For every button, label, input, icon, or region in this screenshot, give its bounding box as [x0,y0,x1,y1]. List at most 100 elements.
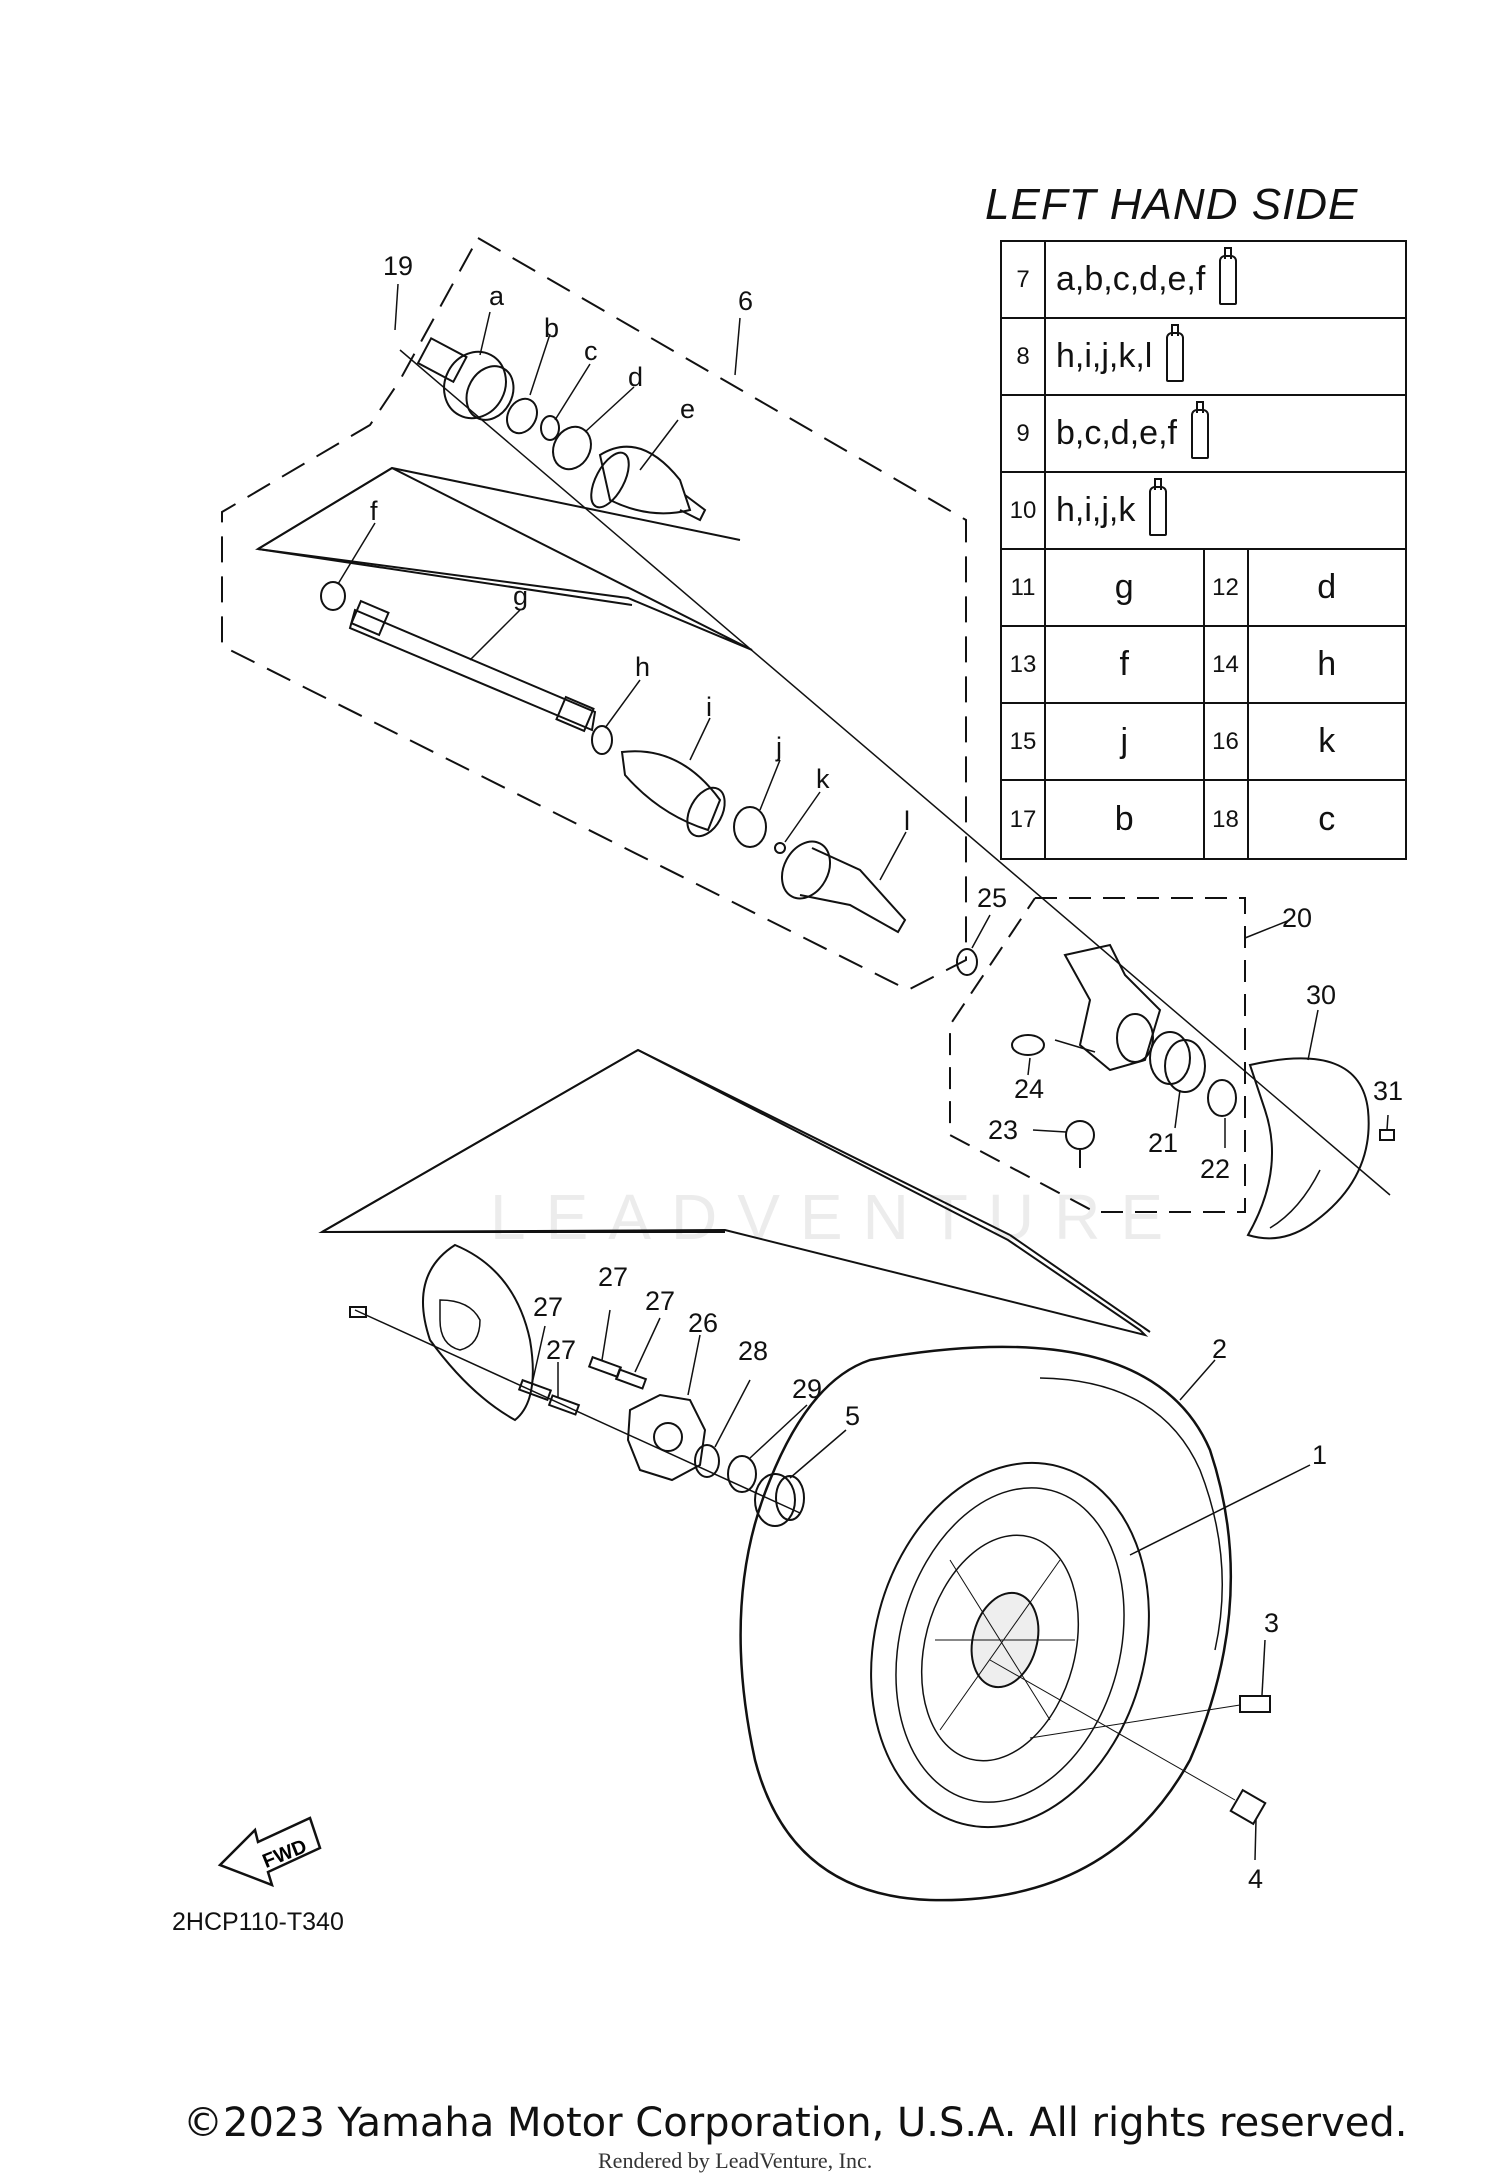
legend-pair-part: k [1318,722,1336,760]
legend-row-parts: h,i,j,k [1046,473,1405,548]
seal-25-part [956,948,978,976]
callout-1: 1 [1312,1440,1327,1470]
legend-row-number: 9 [1002,396,1046,471]
driveshaft-group-outline [221,237,967,992]
callout-j: j [775,732,782,762]
legend-row: 9 b,c,d,e,f [1002,396,1405,473]
band-f-part [320,581,346,611]
outer-cv-joint-part [416,336,515,421]
legend-row-parts-text: h,i,j,k [1056,491,1136,529]
callout-b: b [544,313,559,343]
rendered-by-notice: Rendered by LeadVenture, Inc. [598,2148,873,2173]
oring-24-part [1011,1034,1045,1056]
callout-27-a: 27 [533,1292,563,1322]
callout-20: 20 [1282,903,1312,933]
callout-24: 24 [1014,1074,1044,1104]
callout-30: 30 [1306,980,1336,1010]
part-number: 2HCP110-T340 [172,1908,344,1936]
band-h-part [591,725,613,755]
callout-4: 4 [1248,1864,1263,1894]
callout-31: 31 [1373,1076,1403,1106]
legend-row-parts-text: a,b,c,d,e,f [1056,260,1206,298]
stud-27a-part [517,1378,553,1402]
callout-25: 25 [977,883,1007,913]
legend-pair-part: c [1318,800,1336,838]
legend-pair-number: 15 [1002,704,1046,779]
grease-tube-icon [1166,323,1185,382]
legend-row: 10 h,i,j,k [1002,473,1405,550]
callout-c: c [584,336,598,366]
callout-28: 28 [738,1336,768,1366]
inner-joint-l-part [781,840,907,934]
callout-27-d: 27 [645,1286,675,1316]
stud-27d-part [614,1368,648,1390]
fwd-arrow-icon [217,1816,322,1888]
nut-5-part [754,1473,805,1527]
callout-23: 23 [988,1115,1018,1145]
legend-row-parts-text: h,i,j,k,l [1056,337,1153,375]
bearing-21-part [1149,1031,1206,1093]
nut-29-part [727,1455,757,1493]
legend-pair-part: d [1317,568,1337,606]
callout-a: a [489,281,505,311]
callout-2: 2 [1212,1334,1227,1364]
callout-i: i [706,692,712,722]
callout-27-b: 27 [546,1335,576,1365]
callout-27-c: 27 [598,1262,628,1292]
legend-row-number: 8 [1002,319,1046,394]
callout-k: k [816,764,830,794]
callout-f: f [370,496,378,526]
callout-h: h [635,652,650,682]
band-d-part [552,425,592,471]
circlip-22-part [1207,1079,1237,1117]
legend-row-number: 10 [1002,473,1046,548]
stud-27b-part [547,1394,581,1416]
legend-row-number: 7 [1002,242,1046,317]
inner-frame-top [255,466,753,651]
clip-k-part [774,842,786,854]
ball-joint-23-part [1065,1120,1095,1168]
legend-pair-part: b [1046,781,1205,858]
band-j-part [733,806,767,848]
callout-19: 19 [383,251,413,281]
legend-row: 7 a,b,c,d,e,f [1002,242,1405,319]
boot-e-part [590,445,707,522]
legend-row-parts-text: b,c,d,e,f [1056,414,1177,452]
legend-row-parts: a,b,c,d,e,f [1046,242,1405,317]
wheel-rim-1-part [870,1461,1150,1829]
legend-row-parts: b,c,d,e,f [1046,396,1405,471]
cap-4-part [989,1659,1267,1826]
lubricant-legend-table: 7 a,b,c,d,e,f 8 h,i,j,k,l 9 b,c,d,e,f 10 h,i,j,… [1000,240,1407,860]
diagram-title: LEFT HAND SIDE [985,180,1359,229]
tire-2-part [739,1345,1233,1902]
grease-tube-icon [1149,477,1168,536]
callout-l: l [904,806,910,836]
shaft-g-part [348,599,597,733]
legend-pair-number: 12 [1205,550,1249,625]
grease-tube-icon [1219,246,1238,305]
hub-brake-disc-part [422,1243,534,1422]
legend-pair-part: f [1046,627,1205,702]
callout-22: 22 [1200,1154,1230,1184]
washer-28-part [694,1444,720,1478]
callout-d: d [628,362,643,392]
legend-pair-part: j [1046,704,1205,779]
fwd-label: FWD [260,1835,310,1872]
legend-row: 8 h,i,j,k,l [1002,319,1405,396]
callout-5: 5 [845,1401,860,1431]
grease-tube-icon [1190,400,1209,459]
legend-row-parts: h,i,j,k,l [1046,319,1405,394]
leadventure-watermark: LEADVENTURE [490,1181,1183,1253]
legend-pair-number: 13 [1002,627,1046,702]
callout-3: 3 [1264,1608,1279,1638]
callout-29: 29 [792,1374,822,1404]
legend-pair-number: 18 [1205,781,1249,858]
brake-disc-30-part [1246,1057,1370,1240]
circlip-b-part [506,397,538,435]
hub-26-part [626,1393,707,1482]
callout-21: 21 [1148,1128,1178,1158]
